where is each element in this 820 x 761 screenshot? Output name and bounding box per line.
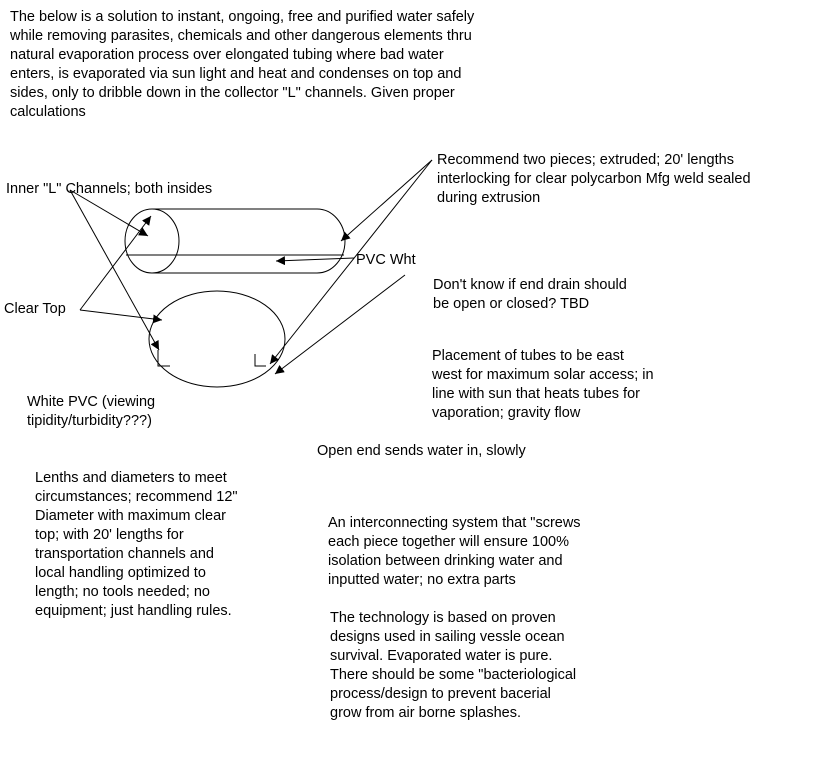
clear-top-label: Clear Top [4,301,66,317]
recommend-label: Recommend two pieces; extruded; 20' leng… [437,152,751,206]
open-end-label: Open end sends water in, slowly [317,443,526,459]
arrow-inner-to-tube [69,189,149,237]
arrow-pvc-wht [275,256,355,266]
interconnect-label: An interconnecting system that "screws e… [328,515,581,588]
arrow-inner-to-channel [69,189,160,351]
intro-paragraph: The below is a solution to instant, ongo… [10,9,475,120]
cross-section-circle [148,290,286,388]
end-drain-label: Don't know if end drain should be open o… [433,277,627,312]
placement-label: Placement of tubes to be east west for m… [432,348,654,421]
tube-end-ellipse [124,208,180,274]
arrow-recommend-to-channel [269,159,433,365]
arrow-clear-top-to-circle [79,309,163,324]
technology-label: The technology is based on proven design… [330,610,577,721]
arrow-end-drain [274,274,406,375]
tube-far-end [316,208,346,274]
inner-channels-label: Inner "L" Channels; both insides [6,181,213,197]
arrow-recommend-to-tube [340,159,433,242]
l-channel-left [157,350,170,367]
lengths-label: Lenths and diameters to meet circumstanc… [35,470,238,619]
white-pvc-label: White PVC (viewing tipidity/turbidity???… [27,394,156,429]
l-channel-right [254,354,266,367]
arrow-clear-top-to-tube [79,215,152,311]
pvc-wht-label: PVC Wht [356,252,416,268]
